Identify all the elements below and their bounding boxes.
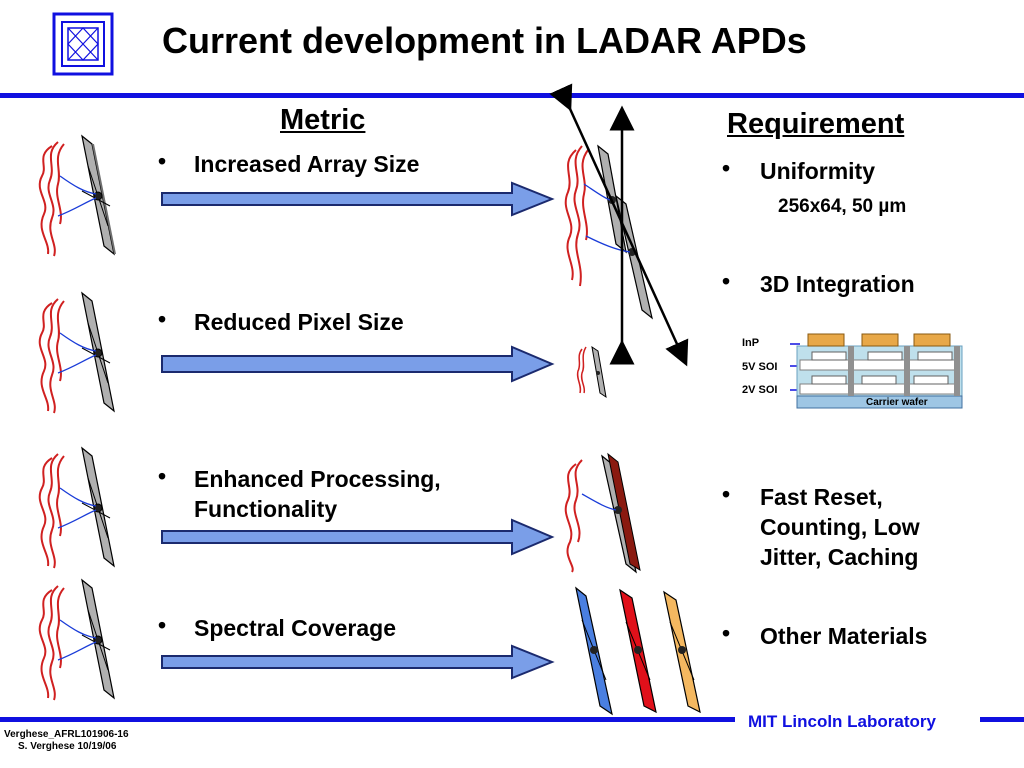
arrow-pixel-size (161, 345, 555, 383)
metric-bullet-2: • (158, 306, 167, 332)
metric-item-spectral: Spectral Coverage (194, 615, 396, 641)
req-bullet-3: • (722, 481, 731, 507)
metric-item-processing-line2: Functionality (194, 496, 338, 522)
metric-item-processing: Enhanced Processing, (194, 466, 441, 492)
metric-bullet-1: • (158, 148, 167, 174)
req-bullet-2: • (722, 268, 731, 294)
arrow-size-diagonal (549, 83, 689, 367)
req-item-fast-reset: Fast Reset, (760, 484, 883, 510)
footer-doc-id: Verghese_AFRL101906-16 (4, 729, 129, 740)
metric-bullet-3: • (158, 463, 167, 489)
stack-diagram (790, 333, 963, 409)
req-item-uniformity: Uniformity (760, 158, 875, 184)
footer-author-date: S. Verghese 10/19/06 (18, 741, 117, 752)
mit-ll-logo (52, 12, 114, 76)
requirement-header: Requirement (727, 108, 905, 140)
detector-array-processing (564, 452, 641, 574)
detector-array-left-1 (38, 134, 116, 257)
stack-layer-inp: InP (742, 337, 760, 349)
metric-item-array-size: Increased Array Size (194, 151, 420, 177)
arrow-array-size (161, 181, 555, 217)
metric-item-pixel-size: Reduced Pixel Size (194, 309, 404, 335)
arrow-processing (161, 518, 555, 556)
detector-array-large (564, 144, 653, 320)
footer-lab-name: MIT Lincoln Laboratory (748, 712, 936, 731)
detector-array-small (576, 345, 607, 399)
req-item-fast-reset-line2: Counting, Low (760, 514, 920, 540)
req-item-materials: Other Materials (760, 623, 928, 649)
slide-title: Current development in LADAR APDs (162, 20, 807, 61)
footer-rule-right (980, 717, 1024, 722)
req-item-3d: 3D Integration (760, 271, 915, 297)
detector-array-left-2 (38, 291, 115, 414)
detector-array-left-3 (38, 446, 115, 569)
stack-layer-2v-soi: 2V SOI (742, 384, 778, 396)
req-item-fast-reset-line3: Jitter, Caching (760, 544, 919, 570)
detector-array-material-red (619, 588, 657, 714)
detector-array-material-orange (663, 590, 701, 714)
title-rule (0, 93, 1024, 98)
detector-array-material-blue (575, 586, 613, 716)
req-bullet-1: • (722, 155, 731, 181)
req-bullet-4: • (722, 620, 731, 646)
detector-array-left-4 (38, 578, 115, 701)
metric-header: Metric (280, 104, 366, 136)
req-uniformity-spec: 256x64, 50 µm (778, 196, 907, 217)
metric-bullet-4: • (158, 612, 167, 638)
stack-layer-5v-soi: 5V SOI (742, 361, 778, 373)
arrow-spectral (161, 644, 555, 680)
footer-rule-left (0, 717, 735, 722)
stack-carrier-label: Carrier wafer (866, 397, 928, 408)
